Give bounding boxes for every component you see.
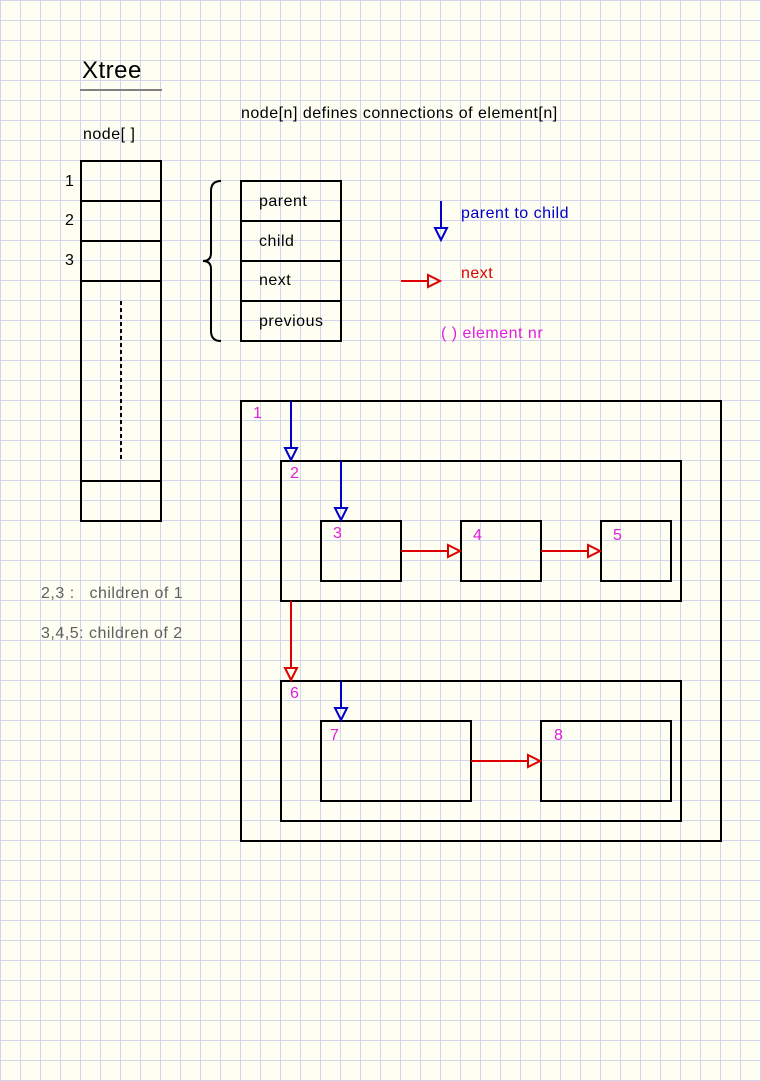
legend-next-arrow-icon bbox=[401, 273, 443, 289]
element-box-2 bbox=[280, 460, 682, 602]
description: node[n] defines connections of element[n… bbox=[241, 105, 558, 122]
array-label: node[ ] bbox=[83, 126, 136, 143]
field-parent: parent bbox=[259, 193, 308, 210]
next-arrow-2-6 bbox=[283, 601, 299, 683]
element-box-4 bbox=[460, 520, 542, 582]
element-box-7 bbox=[320, 720, 472, 802]
field-next: next bbox=[259, 272, 292, 289]
element-nr-3: 3 bbox=[333, 525, 343, 542]
next-arrow-3-4 bbox=[401, 543, 463, 559]
field-previous: previous bbox=[259, 313, 324, 330]
element-nr-7: 7 bbox=[330, 727, 340, 744]
child-arrow-1-2 bbox=[283, 401, 299, 463]
brace bbox=[202, 180, 222, 342]
title-underline bbox=[80, 89, 162, 91]
legend-parent-to-child: parent to child bbox=[461, 205, 570, 222]
element-box-3 bbox=[320, 520, 402, 582]
next-arrow-4-5 bbox=[541, 543, 603, 559]
field-child: child bbox=[259, 233, 295, 250]
child-arrow-2-3 bbox=[333, 461, 349, 523]
legend-element-nr: ( ) element nr bbox=[441, 325, 544, 342]
element-nr-6: 6 bbox=[290, 685, 300, 702]
note-children-of-2: 3,4,5: children of 2 bbox=[41, 625, 183, 642]
note-children-of-1: 2,3 : children of 1 bbox=[41, 585, 184, 602]
element-nr-1: 1 bbox=[253, 405, 263, 422]
legend-child-arrow-icon bbox=[433, 201, 449, 243]
element-nr-8: 8 bbox=[554, 727, 564, 744]
array-index: 1 bbox=[65, 173, 75, 190]
next-arrow-7-8 bbox=[471, 753, 543, 769]
array-index: 3 bbox=[65, 252, 75, 269]
element-nr-4: 4 bbox=[473, 527, 483, 544]
array-index: 2 bbox=[65, 212, 75, 229]
child-arrow-6-7 bbox=[333, 681, 349, 723]
element-box-5 bbox=[600, 520, 672, 582]
node-array bbox=[80, 160, 162, 522]
element-nr-5: 5 bbox=[613, 527, 623, 544]
element-box-8 bbox=[540, 720, 672, 802]
legend-next: next bbox=[461, 265, 494, 282]
element-nr-2: 2 bbox=[290, 465, 300, 482]
element-box-1 bbox=[240, 400, 722, 842]
element-box-6 bbox=[280, 680, 682, 822]
page-title: Xtree bbox=[82, 57, 142, 84]
